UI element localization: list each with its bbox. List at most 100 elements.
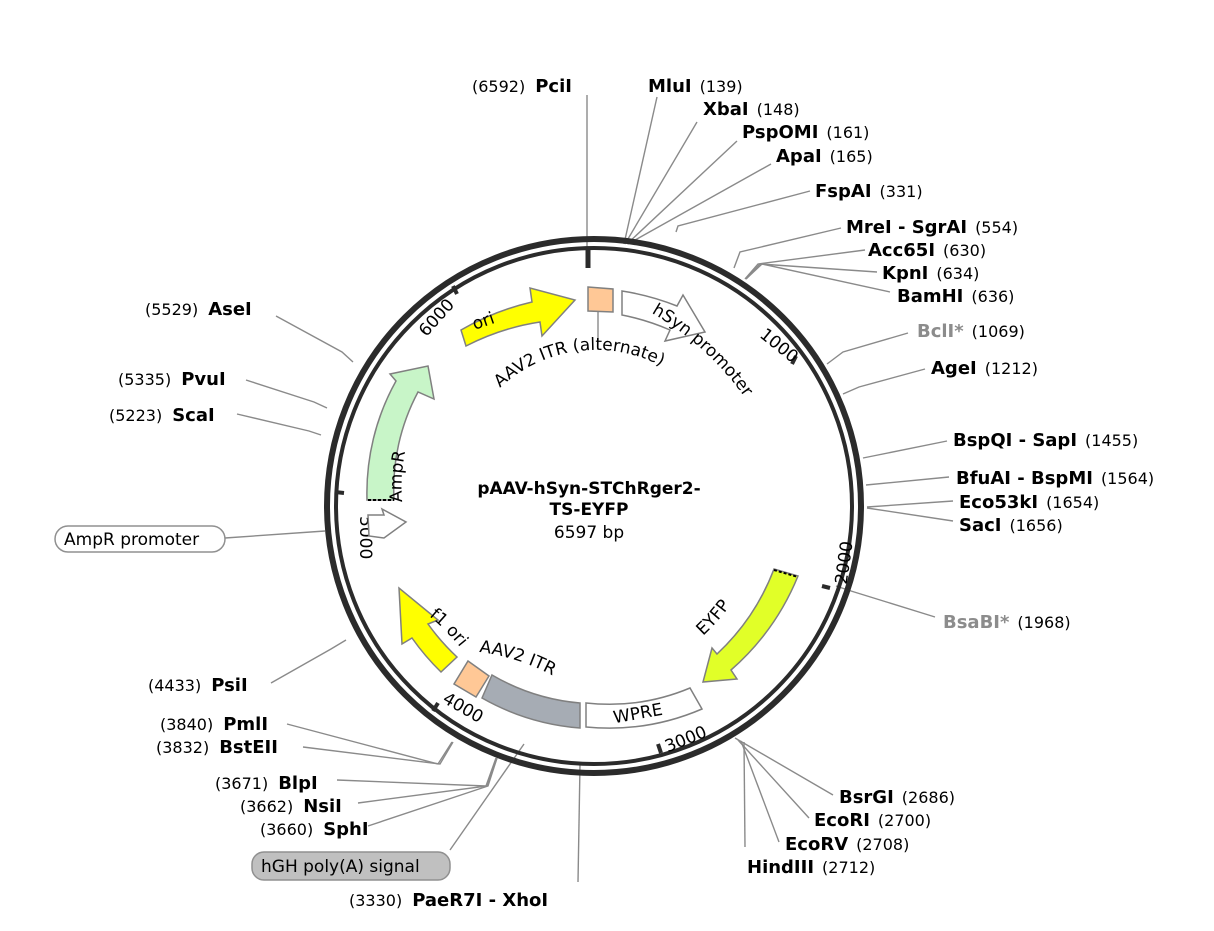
site-sphi[interactable]: (3660)SphI	[260, 819, 369, 840]
site-saci-name: SacI	[959, 515, 1001, 536]
site-ecorv[interactable]: EcoRV(2708)	[785, 834, 909, 855]
ampr-label: AmpR	[386, 449, 410, 503]
ampr-promoter-arrow[interactable]	[367, 507, 408, 539]
site-apai[interactable]: ApaI (165)	[776, 146, 873, 167]
site-ecori-pos: (2700)	[878, 811, 931, 830]
site-bfuai-bspmi-name: BfuAI - BspMI	[956, 468, 1093, 489]
site-agei[interactable]: AgeI (1212)	[931, 358, 1038, 379]
site-bcli-pos: (1069)	[972, 322, 1025, 341]
site-kpni[interactable]: KpnI(634)	[882, 263, 979, 284]
hgh-badge[interactable]	[251, 851, 451, 881]
f1-ori-arrow[interactable]	[398, 586, 459, 674]
ampr-arrow[interactable]	[366, 365, 435, 501]
site-bcli[interactable]: BclI*(1069)	[917, 321, 1025, 342]
site-apai-pos: (165)	[830, 147, 873, 166]
leader-blpi	[336, 757, 497, 787]
site-paer7i-xhoi[interactable]: (3330)PaeR7I - XhoI	[349, 890, 548, 911]
site-bsabi[interactable]: BsaBI*(1968)	[943, 612, 1071, 633]
site-eco53ki-pos: (1654)	[1046, 493, 1099, 512]
leader-xhoi	[577, 764, 581, 883]
plasmid-name-line2: TS-EYFP	[550, 500, 629, 520]
site-hindiii-pos: (2712)	[822, 858, 875, 877]
backbone-outer-circle	[324, 236, 864, 776]
leader-mlui	[623, 96, 658, 245]
ampr-promoter-label: AmpR promoter	[64, 530, 199, 550]
site-sphi-pos: (3660)	[260, 820, 313, 839]
site-bfuai-bspmi-pos: (1564)	[1101, 469, 1154, 488]
site-nsii[interactable]: (3662)NsiI	[240, 796, 342, 817]
tick-3000	[656, 743, 663, 754]
site-acc65i[interactable]: Acc65I(630)	[868, 240, 986, 261]
site-pvui[interactable]: (5335)PvuI	[118, 369, 226, 390]
leader-pmli	[286, 723, 453, 765]
site-eco53ki[interactable]: Eco53kI(1654)	[959, 492, 1099, 513]
leader-sphi	[367, 757, 498, 827]
site-pspomi-name: PspOMI	[742, 122, 818, 143]
aav2-itr-box[interactable]	[452, 659, 491, 699]
eyfp-dashed-end	[773, 569, 799, 578]
site-psii[interactable]: (4433)PsiI	[148, 675, 248, 696]
site-mrei-sgrai[interactable]: MreI - SgrAI(554)	[846, 217, 1018, 238]
ori-arrow[interactable]	[460, 286, 577, 348]
feature-ampr-promoter[interactable]: AmpR promoter	[54, 507, 408, 553]
site-bsteii[interactable]: (3832)BstEII	[156, 737, 278, 758]
ampr-promoter-badge[interactable]	[54, 525, 226, 553]
tick-2000	[821, 584, 831, 590]
site-bsrgi[interactable]: BsrGI(2686)	[839, 787, 955, 808]
site-blpi[interactable]: (3671)BlpI	[215, 773, 318, 794]
aav2-itr-label: AAV2 ITR	[478, 637, 559, 680]
plasmid-title: pAAV-hSyn-STChRger2- TS-EYFP 6597 bp	[477, 479, 700, 543]
site-ecori[interactable]: EcoRI(2700)	[814, 810, 931, 831]
feature-wpre[interactable]: WPRE	[585, 687, 704, 729]
site-xbai-pos: (148)	[757, 100, 800, 119]
plasmid-name-line1: pAAV-hSyn-STChRger2-	[477, 479, 700, 499]
site-agei-name: AgeI	[931, 358, 977, 379]
site-xbai[interactable]: XbaI (148)	[703, 99, 800, 120]
site-fspai-name: FspAI	[815, 181, 872, 202]
tick-4000	[431, 701, 440, 713]
site-nsii-pos: (3662)	[240, 797, 293, 816]
site-agei-pos: (1212)	[985, 359, 1038, 378]
site-bfuai-bspmi[interactable]: BfuAI - BspMI (1564)	[956, 468, 1154, 489]
wpre-box[interactable]	[585, 687, 704, 729]
feature-f1-ori[interactable]: f1 ori	[398, 586, 472, 674]
hgh-polya-box[interactable]	[481, 673, 581, 729]
site-bamhi-name: BamHI	[897, 286, 963, 307]
site-pcii[interactable]: (6592) PciI	[472, 76, 572, 97]
site-paer7i-xhoi-name: PaeR7I - XhoI	[412, 890, 548, 911]
feature-hgh-polya[interactable]: hGH poly(A) signal	[251, 851, 451, 881]
backbone-inner-circle	[334, 246, 854, 766]
site-mrei-sgrai-pos: (554)	[975, 218, 1018, 237]
site-hindiii[interactable]: HindIII(2712)	[747, 857, 875, 878]
site-bamhi[interactable]: BamHI(636)	[897, 286, 1014, 307]
feature-ampr[interactable]: AmpR	[366, 365, 435, 503]
hgh-label: hGH poly(A) signal	[261, 857, 420, 877]
hsyn-label-path: hSyn promoter	[649, 300, 757, 400]
hsyn-arrow[interactable]	[621, 290, 707, 343]
site-pcii-name: PciI	[535, 76, 572, 97]
site-scai[interactable]: (5223)ScaI	[109, 405, 215, 426]
aav2-itr-alt-box[interactable]	[587, 286, 614, 313]
feature-eyfp[interactable]: EYFP	[693, 568, 800, 683]
site-mlui[interactable]: MluI(139)	[648, 76, 743, 97]
site-pvui-name: PvuI	[181, 369, 225, 390]
feature-ori[interactable]: ori	[460, 286, 577, 348]
eyfp-arrow[interactable]	[702, 568, 800, 683]
site-bsteii-pos: (3832)	[156, 738, 209, 757]
tick-label-4000: 4000	[439, 689, 486, 728]
site-bspqi-sapi-pos: (1455)	[1085, 431, 1138, 450]
leader-fspai	[675, 190, 811, 233]
site-pmli[interactable]: (3840)PmlI	[160, 714, 268, 735]
site-pcii-pos: (6592)	[472, 77, 525, 96]
site-apai-name: ApaI	[776, 146, 822, 167]
leader-mrei	[733, 227, 842, 269]
site-saci[interactable]: SacI(1656)	[959, 515, 1063, 536]
leader-scai	[236, 413, 322, 436]
site-bspqi-sapi[interactable]: BspQI - SapI(1455)	[953, 430, 1138, 451]
site-pspomi[interactable]: PspOMI(161)	[742, 122, 869, 143]
site-asei[interactable]: (5529)AseI	[145, 299, 252, 320]
site-xbai-name: XbaI	[703, 99, 749, 120]
site-fspai[interactable]: FspAI(331)	[815, 181, 923, 202]
leader-hindiii	[743, 741, 746, 848]
ampr-label-path: AmpR	[386, 449, 410, 503]
